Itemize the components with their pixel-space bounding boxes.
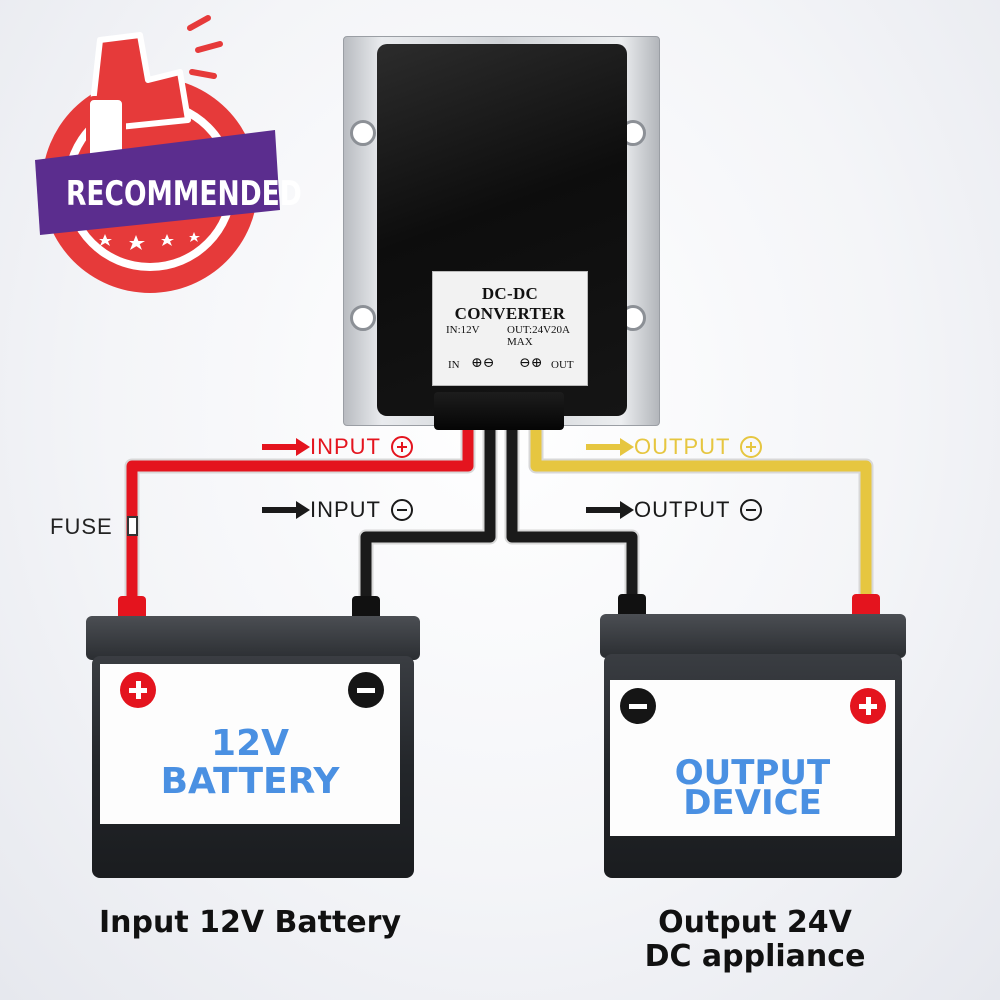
- battery-panel: 12V BATTERY: [100, 664, 400, 824]
- battery-positive-post: [118, 596, 146, 618]
- plus-terminal-icon: [120, 672, 156, 708]
- thumbs-up-icon: [35, 15, 280, 293]
- fuse-label: FUSE: [50, 514, 113, 539]
- converter-out-spec: OUT:24V20A MAX: [507, 324, 570, 348]
- converter-in-label: IN: [448, 359, 460, 371]
- input-positive-label: INPUT: [262, 434, 413, 460]
- arrow-right-icon: [262, 501, 310, 519]
- battery-name: BATTERY: [160, 761, 340, 802]
- arrow-right-icon: [586, 438, 634, 456]
- recommended-badge: RECOMMENDED: [30, 10, 302, 310]
- right-caption-line1: Output 24V: [658, 905, 852, 940]
- arrow-right-icon: [262, 438, 310, 456]
- output-negative-label: OUTPUT: [586, 497, 763, 523]
- minus-icon: [740, 499, 763, 521]
- plus-icon: [391, 436, 413, 458]
- device-line2: DEVICE: [683, 783, 822, 823]
- plus-icon: [740, 436, 763, 458]
- right-caption: Output 24V DC appliance: [600, 906, 910, 973]
- left-caption: Input 12V Battery: [98, 905, 402, 940]
- mount-hole: [350, 305, 376, 331]
- output-positive-label: OUTPUT: [586, 434, 763, 460]
- device-line1: OUTPUT: [674, 753, 831, 793]
- device-lid: [600, 614, 906, 658]
- badge-label: RECOMMENDED: [66, 174, 302, 214]
- battery-negative-post: [352, 596, 380, 618]
- right-caption-line2: DC appliance: [644, 938, 866, 974]
- battery-voltage: 12V: [211, 723, 289, 764]
- minus-icon: [391, 499, 413, 521]
- device-positive-post: [852, 594, 880, 616]
- converter-out-label: OUT: [551, 359, 574, 371]
- device-panel: OUTPUT DEVICE: [610, 680, 895, 836]
- plus-terminal-icon: [850, 688, 886, 724]
- battery-lid: [86, 616, 420, 660]
- device-negative-post: [618, 594, 646, 616]
- converter-in-pins: ⊕⊖: [471, 356, 495, 371]
- minus-terminal-icon: [620, 688, 656, 724]
- minus-terminal-icon: [348, 672, 384, 708]
- converter-label: DC-DC CONVERTER IN:12V OUT:24V20A MAX IN…: [432, 271, 588, 386]
- input-negative-label: INPUT: [262, 497, 413, 523]
- mount-hole: [350, 120, 376, 146]
- converter-out-pins: ⊖⊕: [519, 356, 543, 371]
- arrow-right-icon: [586, 501, 634, 519]
- cable-gland: [434, 392, 564, 430]
- converter-title: DC-DC CONVERTER: [454, 284, 566, 323]
- fuse-icon: [127, 516, 138, 536]
- converter-in-spec: IN:12V: [446, 324, 480, 336]
